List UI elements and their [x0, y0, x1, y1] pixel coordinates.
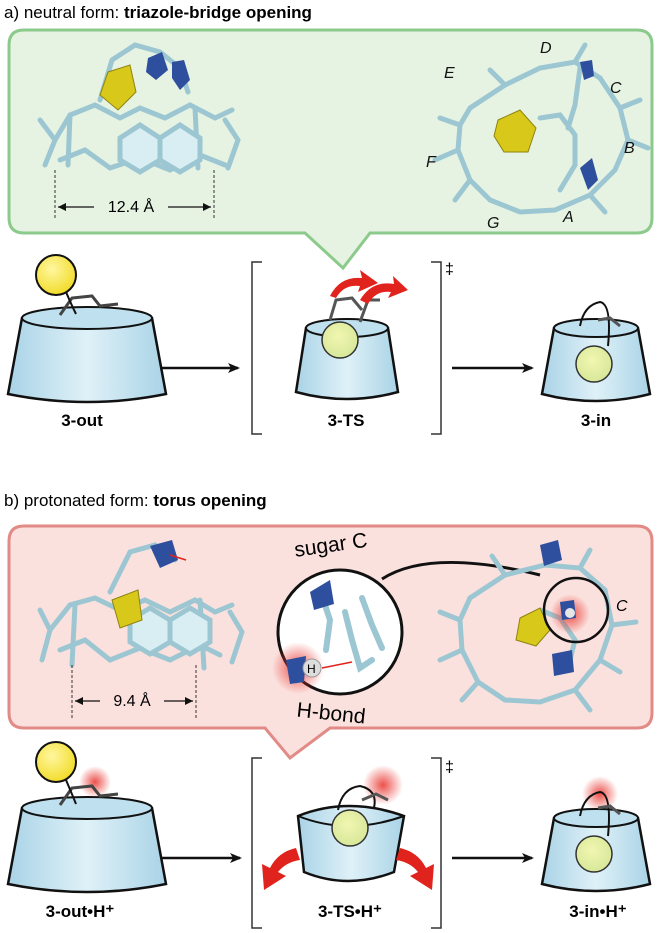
panel-a-sugar-letters: D E C B F A G [426, 40, 635, 232]
svg-text:D: D [540, 40, 552, 57]
panel-b-side-view-molecule [37, 542, 245, 671]
label-3-out: 3-out [61, 411, 103, 430]
label-3-ts-h: 3-TS•H⁺ [318, 902, 382, 921]
panel-a-bracket [251, 261, 442, 435]
panel-b-molecule-atoms [111, 540, 187, 629]
panel-b-sugar-c-highlight [542, 576, 610, 644]
panel-a-side-view-molecule [37, 42, 241, 175]
panel-a-red-arrows [330, 270, 408, 304]
svg-text:E: E [444, 65, 455, 82]
svg-text:12.4 Å: 12.4 Å [108, 197, 155, 216]
panel-a-triazole-groups [99, 52, 190, 111]
atom-label-h: H [307, 662, 316, 676]
panel-b-measurement: 9.4 Å [71, 665, 197, 718]
label-3-ts: 3-TS [328, 411, 365, 430]
ts-mark-a: ‡ [445, 261, 454, 278]
panel-b-ring-atoms [515, 540, 590, 676]
panel-b-zoom-circle: H [272, 560, 541, 696]
svg-text:F: F [426, 154, 437, 171]
svg-text:C: C [610, 80, 622, 97]
panel-b-cup-in [540, 776, 652, 893]
ts-mark-b: ‡ [445, 759, 454, 776]
panel-b-sugar-letter: C [616, 598, 628, 615]
panel-a-heading: a) neutral form: triazole-bridge opening [4, 3, 312, 22]
panel-b-red-arrows [262, 848, 434, 890]
panel-a-top-view-ring [432, 42, 651, 215]
panel-a-cup-in [540, 300, 652, 403]
panel-a-cup-out [6, 254, 168, 404]
panel-b-heading: b) protonated form: torus opening [4, 491, 267, 510]
svg-text:B: B [624, 140, 635, 157]
label-3-out-h: 3-out•H⁺ [46, 902, 115, 921]
panel-a-ring-atoms [493, 60, 598, 190]
svg-text:A: A [562, 209, 574, 226]
panel-b-cup-ts [296, 765, 406, 883]
label-3-in: 3-in [581, 411, 611, 430]
panel-b-cup-out [6, 741, 168, 894]
panel-a-measurement: 12.4 Å [54, 170, 215, 218]
panel-b-bracket [251, 757, 442, 929]
panel-a-cup-ts [294, 296, 400, 401]
svg-text:9.4 Å: 9.4 Å [113, 691, 151, 710]
label-3-in-h: 3-in•H⁺ [569, 902, 626, 921]
svg-text:G: G [487, 215, 499, 232]
panel-a-callout [7, 28, 654, 271]
